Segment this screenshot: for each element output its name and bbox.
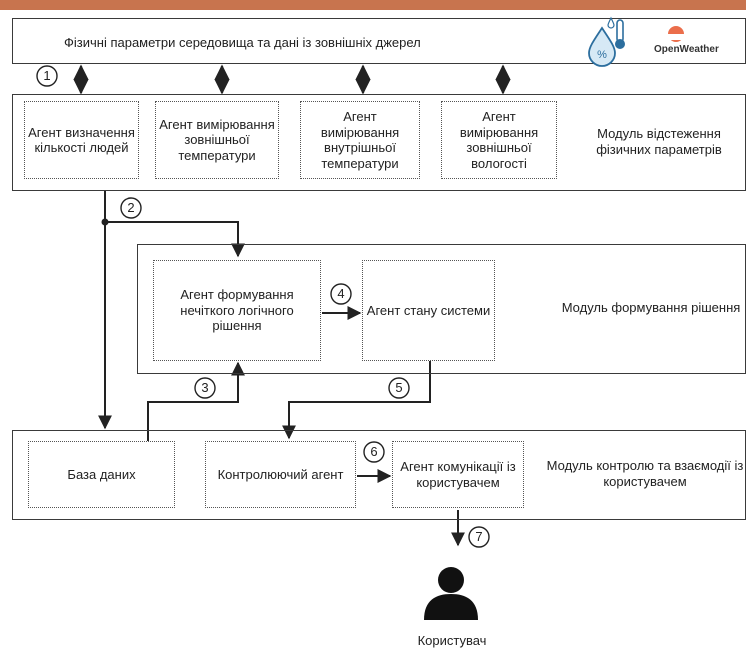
agent-indoor-temperature: Агент вимірювання внутрішньої температур… [300, 101, 420, 179]
control-module-label: Модуль контролю та взаємодії із користув… [546, 458, 744, 489]
agent-people-count: Агент визначення кількості людей [24, 101, 139, 179]
openweather-logo-icon [664, 26, 688, 42]
agent-user-communication: Агент комунікації із користувачем [392, 441, 524, 508]
step-4-label: 4 [337, 286, 345, 301]
agent-outdoor-temperature: Агент вимірювання зовнішньої температури [155, 101, 279, 179]
user-label: Користувач [417, 633, 487, 648]
step-1-label: 1 [43, 68, 51, 83]
step-2-label: 2 [127, 200, 135, 215]
agent-outdoor-humidity: Агент вимірювання зовнішньої вологості [441, 101, 557, 179]
openweather-label: OpenWeather [654, 44, 719, 55]
step-3-label: 3 [201, 380, 209, 395]
user-icon [424, 567, 478, 620]
top-accent-bar [0, 0, 746, 10]
external-sources-label: Фізичні параметри середовища та дані із … [64, 35, 421, 50]
decision-module-label: Модуль формування рішення [561, 300, 741, 315]
step-6-label: 6 [370, 444, 378, 459]
svg-text:%: % [597, 49, 607, 61]
controller-agent: Контролюючий агент [205, 441, 356, 508]
agent-system-state: Агент стану системи [362, 260, 495, 361]
humidity-thermometer-icon: % [588, 16, 625, 67]
database: База даних [28, 441, 175, 508]
agent-fuzzy-decision: Агент формування нечіткого логічного ріш… [153, 260, 321, 361]
tracking-module-label: Модуль відстеження фізичних параметрів [596, 126, 722, 157]
step-5-label: 5 [395, 380, 403, 395]
step-7-label: 7 [475, 529, 483, 544]
